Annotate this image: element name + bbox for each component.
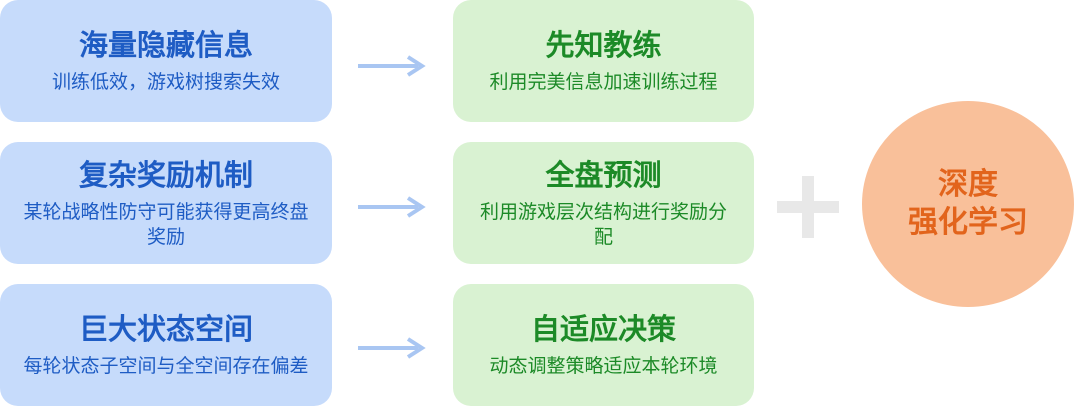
result-line-1: 深度 (938, 167, 998, 202)
problem-title: 复杂奖励机制 (78, 157, 253, 192)
solution-box-adaptive-decision: 自适应决策 动态调整策略适应本轮环境 (453, 284, 754, 406)
problem-title: 海量隐藏信息 (78, 28, 253, 62)
plus-icon (777, 176, 839, 238)
problem-box-hidden-info: 海量隐藏信息 训练低效，游戏树搜索失效 (0, 0, 332, 122)
arrow-right-icon (358, 337, 426, 359)
solution-desc: 动态调整策略适应本轮环境 (489, 355, 718, 377)
arrow-right-icon (358, 196, 426, 218)
solution-desc: 利用游戏层次结构进行奖励分配 (479, 200, 727, 248)
problem-box-reward: 复杂奖励机制 某轮战略性防守可能获得更高终盘奖励 (0, 142, 332, 264)
result-circle: 深度 强化学习 (862, 101, 1074, 307)
problem-desc: 每轮状态子空间与全空间存在偏差 (23, 355, 309, 377)
solution-box-global-prediction: 全盘预测 利用游戏层次结构进行奖励分配 (453, 142, 754, 264)
problem-title: 巨大状态空间 (78, 312, 253, 346)
solution-box-oracle-coach: 先知教练 利用完美信息加速训练过程 (453, 0, 754, 122)
solution-title: 自适应决策 (530, 312, 676, 346)
result-line-2: 强化学习 (908, 205, 1028, 240)
solution-desc: 利用完美信息加速训练过程 (489, 71, 718, 93)
solution-title: 全盘预测 (545, 157, 662, 192)
arrow-right-icon (358, 55, 426, 77)
problem-box-state-space: 巨大状态空间 每轮状态子空间与全空间存在偏差 (0, 284, 332, 406)
problem-desc: 某轮战略性防守可能获得更高终盘奖励 (23, 200, 309, 248)
problem-desc: 训练低效，游戏树搜索失效 (51, 71, 280, 93)
solution-title: 先知教练 (545, 28, 662, 62)
